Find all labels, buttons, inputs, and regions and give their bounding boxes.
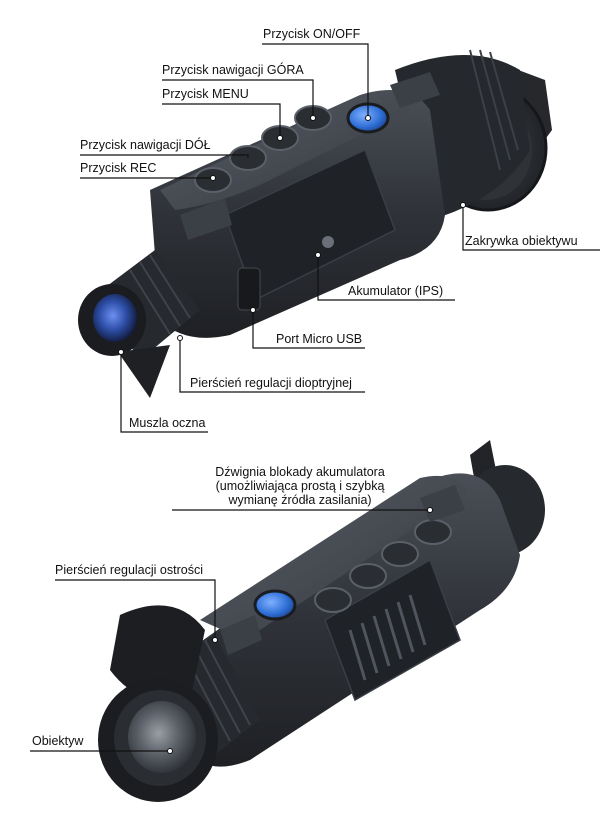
usb-port-cover bbox=[237, 267, 261, 311]
objective-lens bbox=[128, 701, 196, 773]
lens-cap-bottom bbox=[110, 605, 205, 702]
objective-bottom bbox=[98, 605, 260, 802]
label-lens: Obiektyw bbox=[32, 734, 84, 748]
label-micro-usb: Port Micro USB bbox=[276, 332, 363, 346]
label-focus-ring: Pierścień regulacji ostrości bbox=[55, 563, 203, 577]
label-eyecup: Muszla oczna bbox=[129, 416, 206, 430]
label-menu-button: Przycisk MENU bbox=[162, 87, 249, 101]
leader-lines bbox=[30, 43, 600, 752]
label-rec-button: Przycisk REC bbox=[80, 161, 157, 175]
label-battery-lever: Dźwignia blokady akumulatora (umożliwiaj… bbox=[170, 465, 430, 507]
eyepiece-top bbox=[78, 250, 200, 398]
label-on-off-button: Przycisk ON/OFF bbox=[263, 27, 361, 41]
label-battery-lever-line1: Dźwignia blokady akumulatora bbox=[215, 465, 385, 479]
device-bottom-view bbox=[98, 440, 545, 802]
label-lens-cap: Zakrywka obiektywu bbox=[465, 234, 578, 248]
label-battery-lever-line3: wymianę źródła zasilania) bbox=[228, 493, 372, 507]
battery-lock-lever[interactable] bbox=[420, 485, 465, 522]
label-battery: Akumulator (IPS) bbox=[348, 284, 444, 298]
eyecup bbox=[118, 345, 170, 398]
pulsar-logo-icon bbox=[322, 236, 334, 248]
label-battery-lever-line2: (umożliwiająca prostą i szybką bbox=[215, 479, 385, 493]
label-diopter-ring: Pierścień regulacji dioptryjnej bbox=[190, 376, 352, 390]
label-nav-up-button: Przycisk nawigacji GÓRA bbox=[162, 63, 304, 77]
label-nav-down-button: Przycisk nawigacji DÓŁ bbox=[80, 138, 211, 152]
